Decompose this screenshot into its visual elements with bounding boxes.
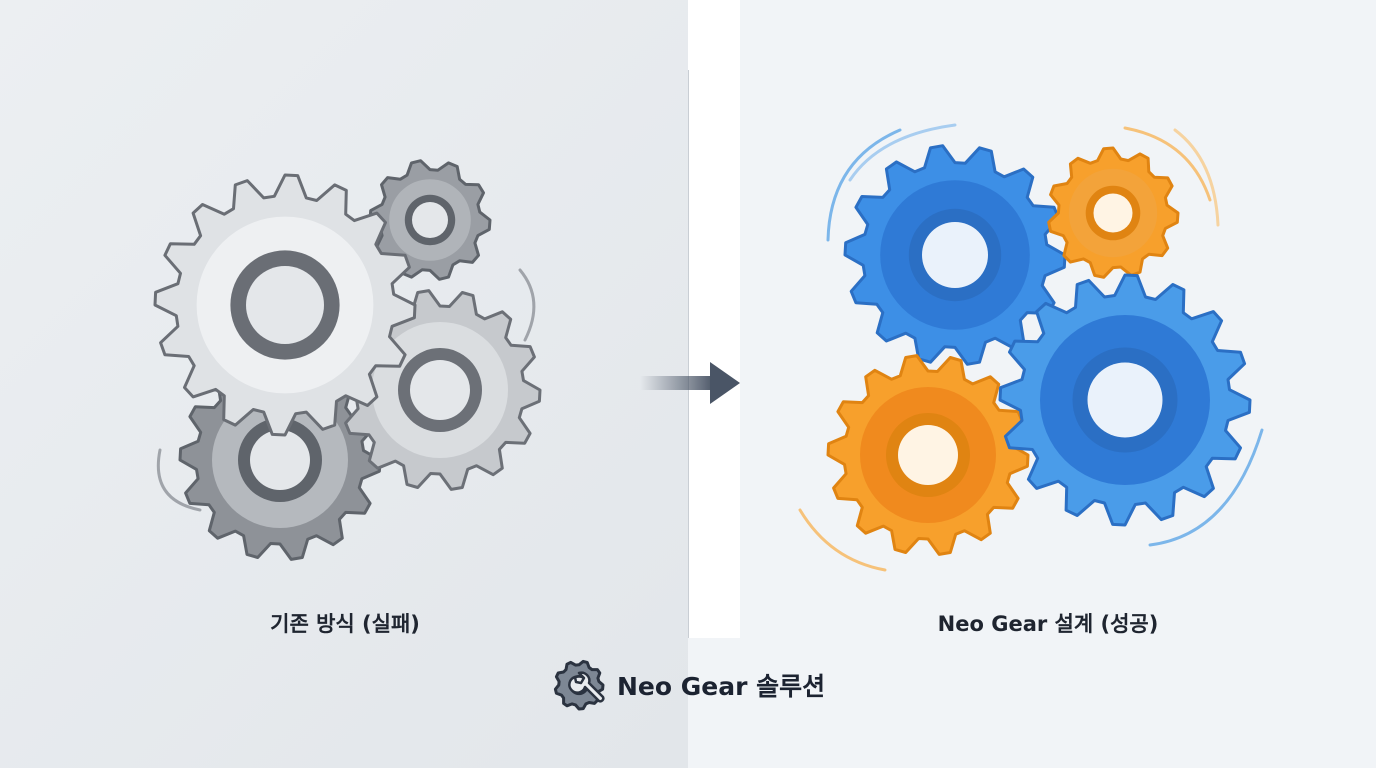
gear-wrench-icon	[553, 659, 605, 711]
broken-gear	[153, 173, 417, 437]
orange-gear	[826, 354, 1030, 556]
working-gears-cluster	[826, 144, 1252, 556]
panel-divider	[688, 70, 689, 638]
blue-gear	[998, 273, 1252, 527]
center-strip	[688, 0, 740, 638]
orange-gear	[1047, 146, 1180, 279]
broken-gears-cluster	[153, 159, 542, 561]
arrow-icon	[640, 362, 740, 404]
footer-brand: Neo Gear 솔루션	[553, 657, 825, 713]
broken-gear	[368, 159, 492, 281]
before-label: 기존 방식 (실패)	[270, 612, 420, 636]
footer-text: Neo Gear 솔루션	[617, 672, 826, 701]
blue-gear	[843, 144, 1067, 366]
after-label: Neo Gear 설계 (성공)	[937, 612, 1159, 636]
motion-lines	[156, 123, 1264, 572]
